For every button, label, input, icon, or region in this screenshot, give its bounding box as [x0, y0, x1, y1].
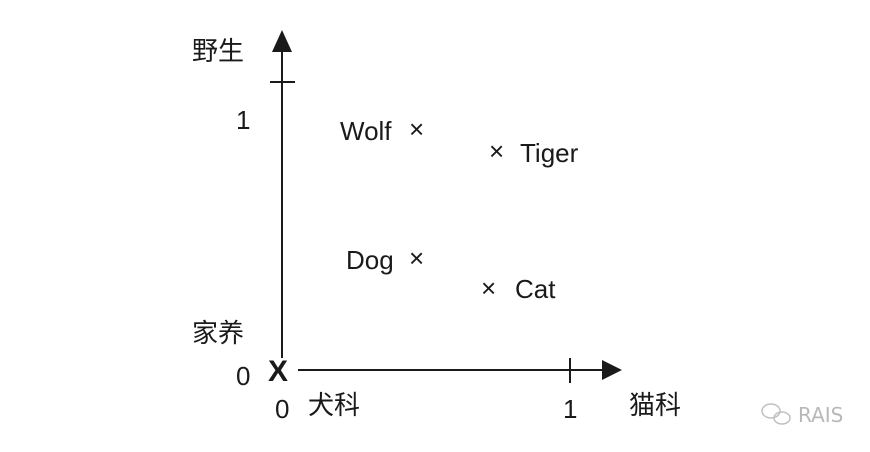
point-label-wolf: Wolf — [340, 116, 392, 146]
y-tick-0-label: 0 — [236, 361, 251, 391]
watermark-text: RAIS — [798, 403, 844, 427]
y-axis-bottom-label: 家养 — [192, 319, 245, 349]
origin-marker-icon: X — [268, 355, 289, 388]
x-axis-arrow-icon — [602, 360, 622, 380]
y-axis-arrow-icon — [272, 30, 292, 52]
point-marker-wolf-icon: × — [409, 114, 425, 144]
x-tick-1-label: 1 — [563, 394, 578, 424]
point-marker-dog-icon: × — [409, 243, 425, 273]
point-label-dog: Dog — [346, 245, 394, 275]
y-tick-1-label: 1 — [236, 105, 251, 135]
y-axis-top-label: 野生 — [192, 37, 245, 67]
wechat-icon — [761, 403, 791, 425]
x-axis-left-label: 犬科 — [308, 391, 361, 421]
x-axis-right-label: 猫科 — [629, 391, 682, 421]
point-label-tiger: Tiger — [520, 138, 579, 168]
x-tick-0-label: 0 — [275, 394, 290, 424]
point-marker-tiger-icon: × — [489, 136, 505, 166]
point-label-cat: Cat — [515, 274, 556, 304]
point-marker-cat-icon: × — [481, 273, 497, 303]
